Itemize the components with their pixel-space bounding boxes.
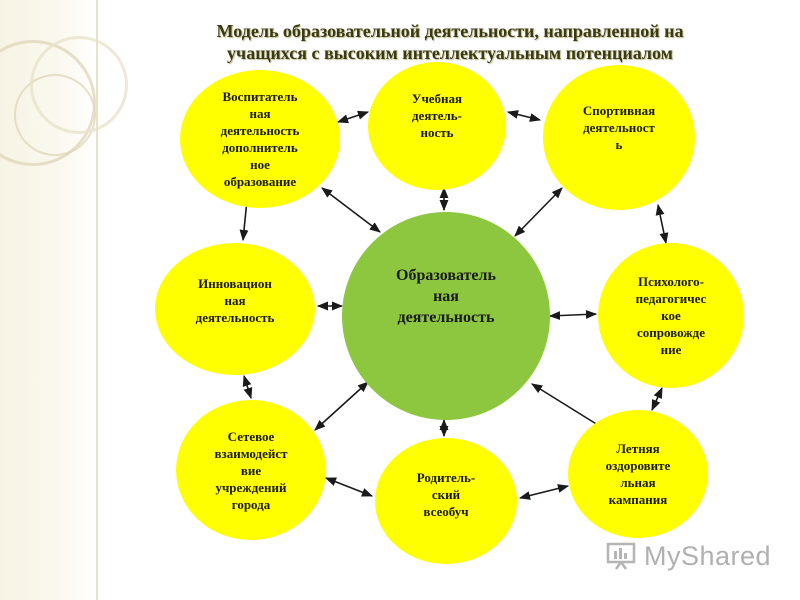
connector-arrow [321, 187, 381, 233]
node-network-label: Сетевое взаимодейст вие учреждений город… [214, 428, 288, 512]
connector-arrow [506, 110, 542, 122]
connector-arrow [655, 203, 669, 245]
myshared-logo-icon [606, 542, 636, 570]
logo-text: MyShared [644, 540, 772, 571]
node-summer-label: Летняя оздоровите льная кампания [605, 441, 671, 507]
node-upbringing: Воспитатель ная деятельность дополнитель… [180, 70, 340, 208]
node-parents-label: Родитель- ский всеобуч [416, 469, 476, 519]
node-center: Образователь ная деятельность [342, 212, 550, 420]
node-innovation: Инновацион ная деятельность [155, 243, 315, 375]
title-line-1: Модель образовательной деятельности, нап… [216, 21, 684, 41]
node-psych: Психолого- педагогичес кое сопровожде ни… [598, 243, 744, 388]
node-sport: Спортивная деятельност ь [543, 65, 695, 210]
node-study-label: Учебная деятель- ность [411, 90, 463, 140]
node-parents: Родитель- ский всеобуч [375, 438, 517, 564]
node-network: Сетевое взаимодейст вие учреждений город… [176, 400, 326, 540]
node-summer: Летняя оздоровите льная кампания [568, 410, 708, 538]
node-psych-label: Психолого- педагогичес кое сопровожде ни… [635, 274, 707, 357]
slide-title: Модель образовательной деятельности, нап… [100, 20, 800, 64]
connector-arrow [314, 381, 369, 431]
node-innovation-label: Инновацион ная деятельность [195, 275, 275, 325]
connector-arrow [242, 374, 253, 400]
watermark-logo: MyShared [606, 538, 776, 574]
node-upbringing-label: Воспитатель ная деятельность дополнитель… [220, 89, 300, 189]
decorative-divider [96, 0, 98, 600]
connector-arrow [324, 477, 374, 497]
connector-arrow [514, 187, 563, 237]
node-study: Учебная деятель- ность [368, 62, 506, 190]
connector-arrow [548, 309, 598, 321]
title-line-2: учащихся с высоким интеллектуальным поте… [227, 43, 673, 63]
connector-arrow [518, 484, 570, 500]
connector-arrow [531, 383, 607, 431]
decorative-ring [30, 36, 128, 134]
node-sport-label: Спортивная деятельност ь [582, 103, 656, 152]
connector-arrow [651, 386, 663, 412]
connector-arrow [336, 110, 370, 124]
node-center-label: Образователь ная деятельность [396, 266, 496, 326]
